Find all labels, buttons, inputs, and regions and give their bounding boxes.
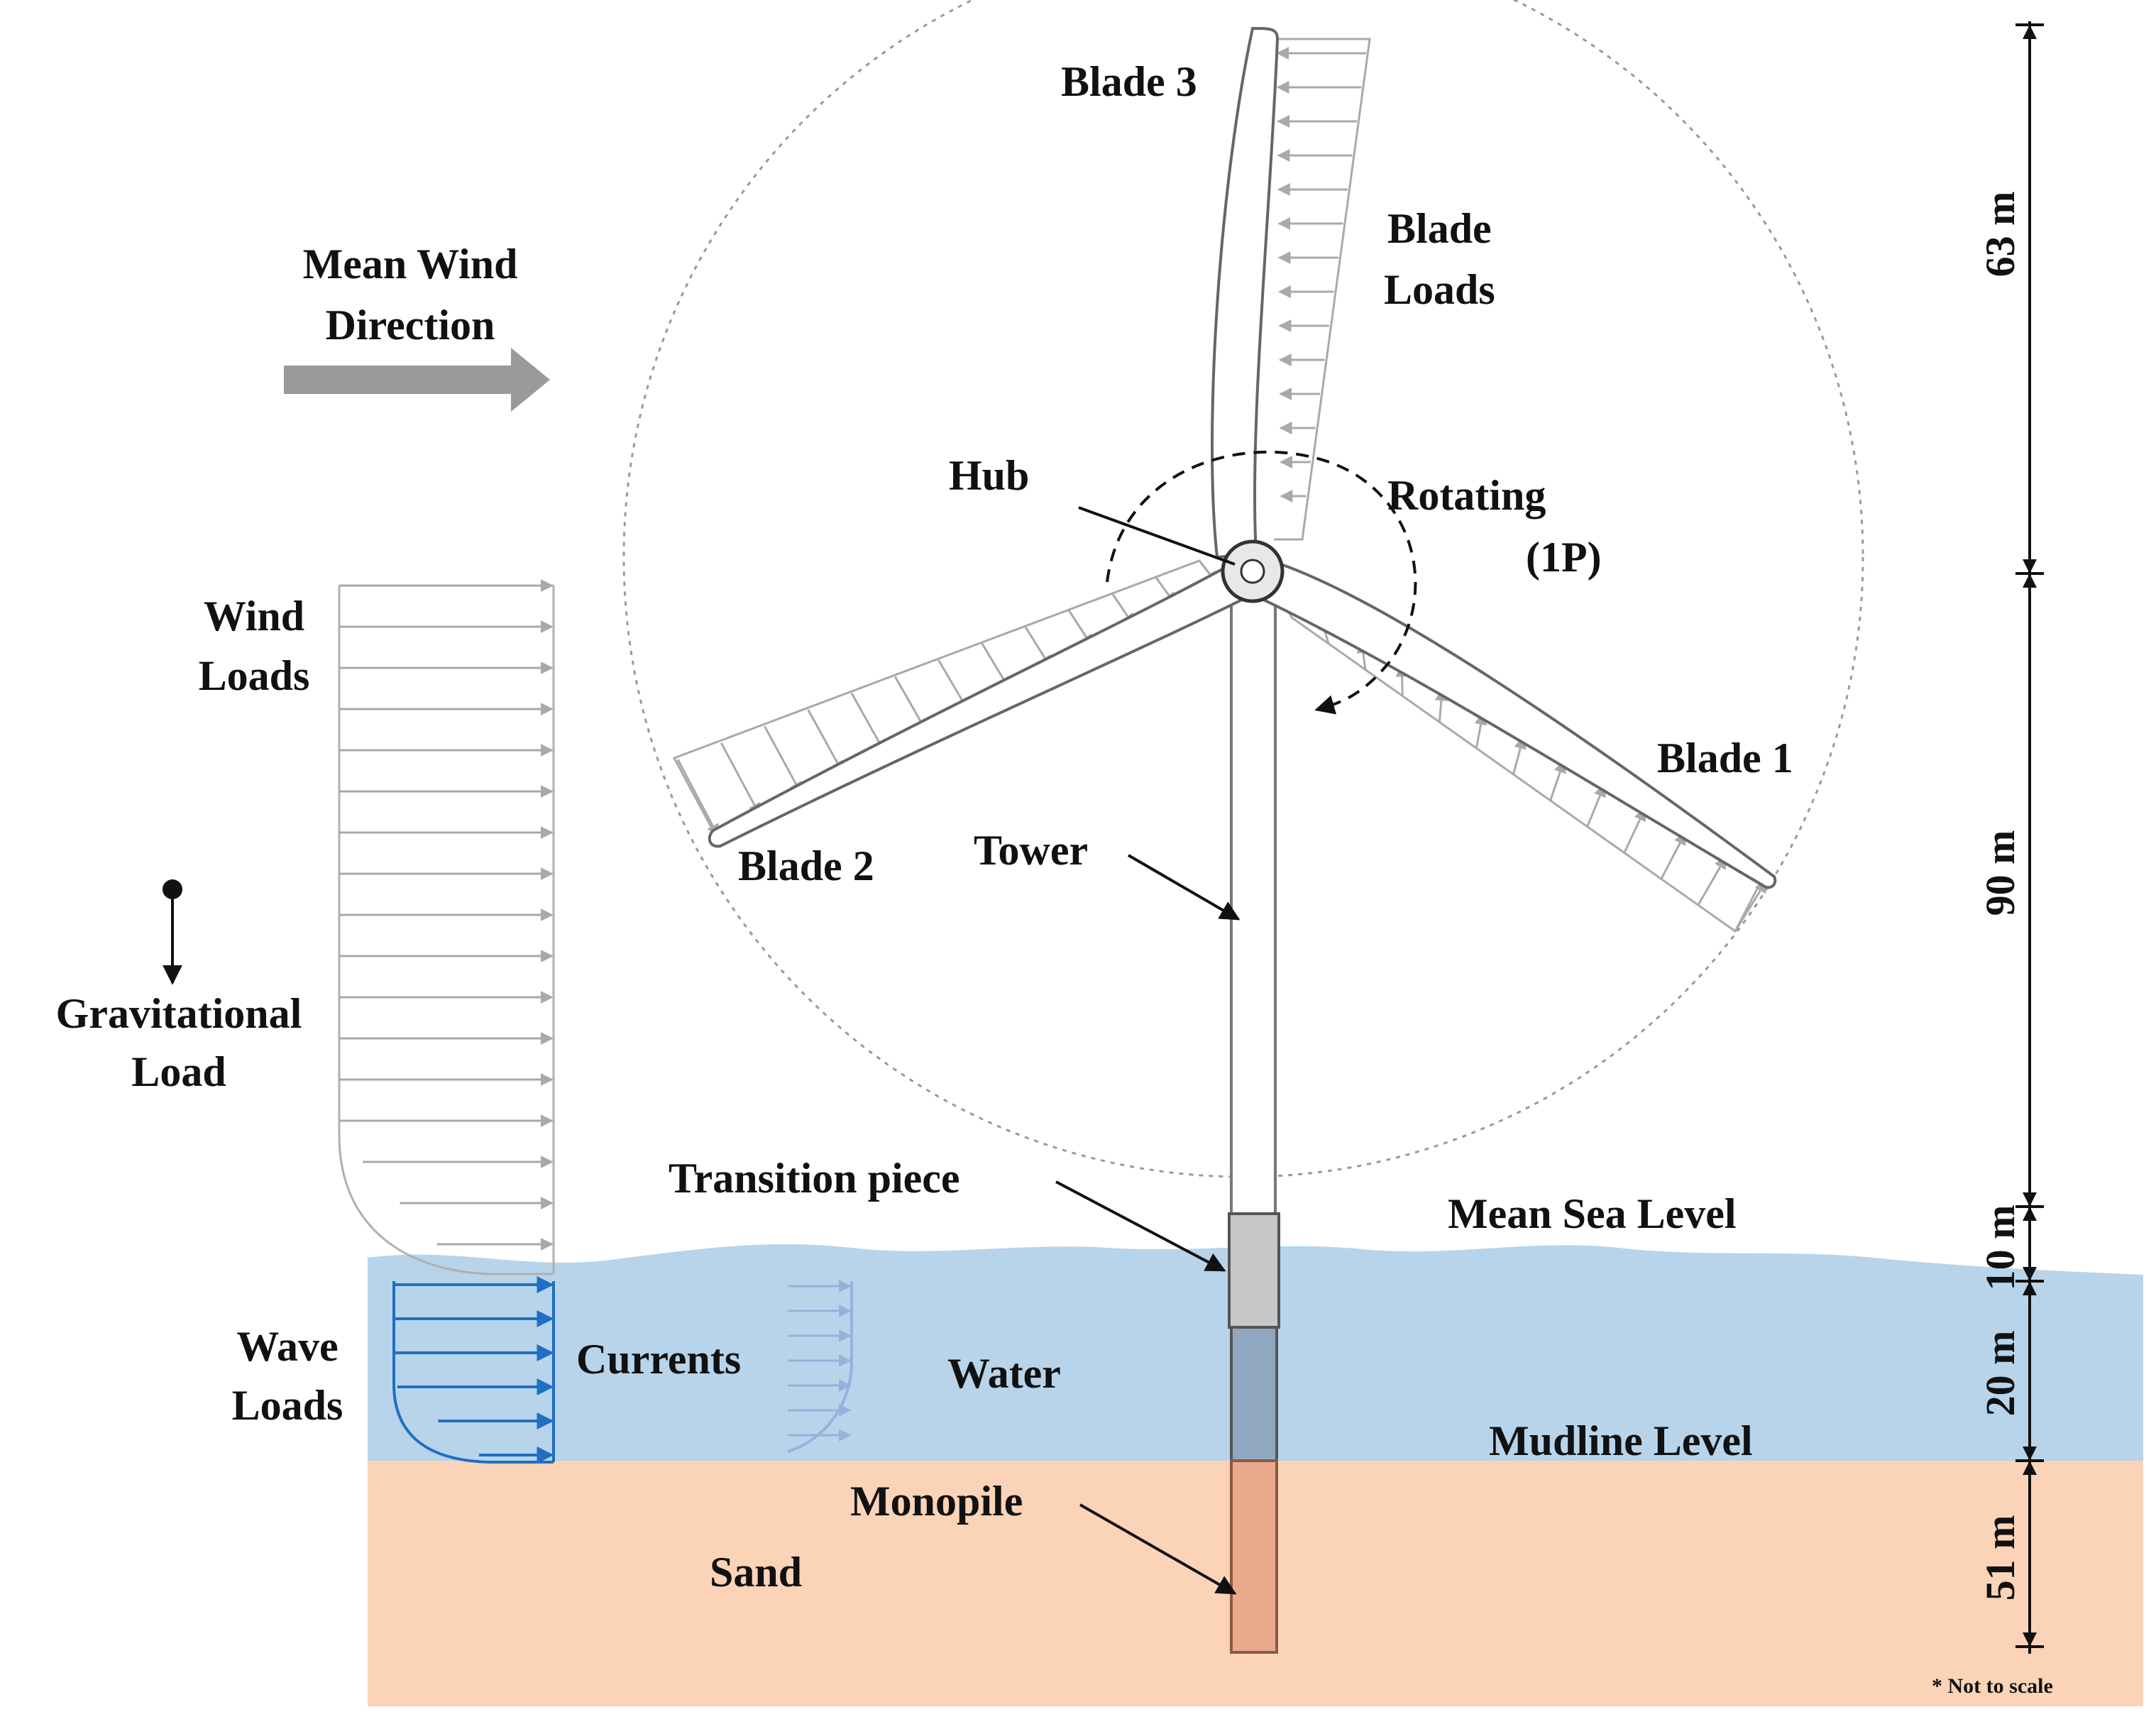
dim-90m: 90 m [1977,830,2023,916]
water-label: Water [947,1350,1061,1397]
mean-wind-label-2: Direction [326,302,495,348]
gravitational-label-1: Gravitational [56,990,302,1037]
tower [1230,573,1277,1286]
dimension-arrowhead [2023,1267,2037,1281]
blade-load-arrow [1549,759,1566,801]
blade2-load-arrows [676,560,1219,838]
blade3-label: Blade 3 [1061,58,1197,105]
rotating-label-1: Rotating [1387,472,1546,519]
mudline-level-label: Mudline Level [1489,1417,1753,1464]
mean-wind-label-1: Mean Wind [303,241,518,287]
dimension-arrowhead [2023,1632,2037,1647]
tower-label: Tower [974,827,1088,874]
sand-label: Sand [710,1549,802,1596]
wave-load-arrows [394,1276,554,1464]
not-to-scale-note: * Not to scale [1932,1674,2053,1698]
dim-20m: 20 m [1977,1331,2023,1417]
blade-1 [1254,559,1777,889]
dimension-arrowhead [2023,559,2037,573]
wave-loads-label-2: Loads [232,1382,343,1429]
dimension-ticks [2015,23,2044,1648]
dim-51m: 51 m [1977,1515,2023,1601]
mean-sea-level-label: Mean Sea Level [1448,1190,1737,1237]
blade3-load-arrows [1276,47,1366,503]
blade-load-arrow [1697,855,1727,906]
transition-piece [1228,1212,1280,1329]
monopile-leader [1079,1503,1237,1595]
blade-load-arrow [764,725,803,796]
tower-leader [1127,854,1241,921]
current-profile-curve [787,1281,853,1453]
blade-2 [708,562,1251,848]
dimension-arrowhead [2023,1447,2037,1461]
rotating-label-2: (1P) [1526,534,1602,581]
dim-10m: 10 m [1977,1205,2023,1291]
blade-load-arrow [1623,808,1646,854]
blade2-label: Blade 2 [738,842,874,889]
dim-63m: 63 m [1977,192,2023,278]
rotor-swept-area [622,0,1864,1178]
blade-load-arrow [1586,784,1606,828]
blade2-load-envelope [672,559,1219,840]
monopile [1230,1459,1278,1654]
blade-loads-label-1: Blade [1387,205,1492,252]
wave-profile-curve [392,1281,554,1464]
hub-center [1240,559,1265,584]
blade-loads-label-2: Loads [1384,266,1495,313]
blade-3 [1211,26,1280,559]
blade-load-arrow [720,742,761,816]
gravitational-label-2: Load [131,1048,226,1095]
blade-load-arrow [807,709,845,774]
wind-profile-curve [338,586,554,1275]
monopile-water-section [1230,1326,1278,1462]
dimension-arrowhead [2023,1281,2037,1295]
monopile-label: Monopile [850,1478,1023,1525]
wave-loads-label-1: Wave [236,1323,338,1370]
blade-load-arrow [1660,831,1687,880]
dimension-arrowhead [2023,573,2037,588]
hub-label: Hub [949,452,1029,499]
dimension-arrowhead [2023,1207,2037,1221]
transition-leader [1055,1180,1226,1272]
blade1-label: Blade 1 [1657,735,1793,781]
wind-load-arrows [339,579,554,1251]
dimension-arrowhead [2023,1461,2037,1475]
currents-label: Currents [576,1336,741,1383]
rotation-arc [1106,450,1417,715]
wind-loads-label-1: Wind [204,593,304,640]
blade3-load-envelope [1274,38,1371,541]
blade-load-arrow [676,759,720,838]
mean-wind-arrow [284,348,550,412]
dimension-arrowhead [2023,1192,2037,1207]
transition-label: Transition piece [669,1155,960,1202]
hub-leader [1078,506,1236,566]
gravity-mass [163,879,182,899]
dimension-arrowhead [2023,25,2037,39]
wind-loads-label-2: Loads [199,652,310,699]
